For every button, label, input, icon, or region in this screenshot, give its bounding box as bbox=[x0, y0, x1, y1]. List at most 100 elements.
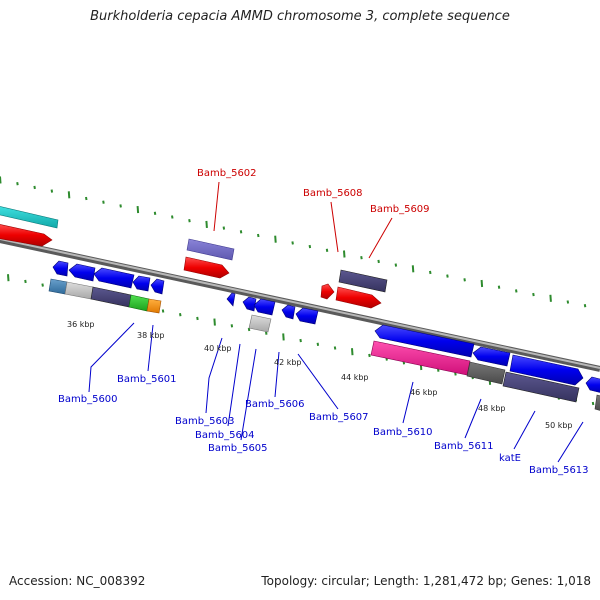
gene-box-bamb-5605-gray bbox=[248, 314, 272, 333]
scale-tick bbox=[222, 226, 226, 230]
scale-tick bbox=[299, 338, 302, 343]
scale-tick bbox=[265, 331, 268, 335]
tick-tracks bbox=[0, 176, 595, 406]
scale-tick bbox=[136, 206, 140, 214]
scale-tick bbox=[282, 333, 285, 341]
scale-tick bbox=[566, 300, 570, 304]
gene-arrow-kate bbox=[509, 354, 584, 386]
scale-tick bbox=[308, 244, 312, 249]
scale-tick bbox=[205, 220, 208, 228]
scale-tick bbox=[454, 372, 457, 376]
scale-tick bbox=[119, 204, 122, 208]
gene-arrow-blue-2 bbox=[68, 263, 96, 282]
gene-box-bamb-5613-dark bbox=[594, 394, 600, 411]
gene-arrow-bamb-5610 bbox=[374, 324, 475, 358]
gene-label-bamb-5613: Bamb_5613 bbox=[529, 465, 589, 476]
scale-tick bbox=[583, 304, 587, 308]
scale-label-48: 48 kbp bbox=[478, 404, 506, 413]
page-title: Burkholderia cepacia AMMD chromosome 3, … bbox=[90, 9, 510, 24]
gene-label-kate: katE bbox=[499, 453, 521, 464]
gene-box-bamb-5600-navy bbox=[90, 286, 132, 308]
gene-box-bamb-5601-orange bbox=[146, 298, 162, 314]
scale-tick bbox=[16, 182, 19, 186]
scale-tick bbox=[316, 342, 320, 346]
gene-arrow-blue-4 bbox=[132, 275, 151, 292]
gene-arrow-bamb-5608-red bbox=[335, 286, 382, 309]
gene-box-bamb-5601-green bbox=[128, 294, 150, 312]
gene-arrow-red bbox=[0, 224, 53, 247]
gene-label-bamb-5601: Bamb_5601 bbox=[117, 374, 177, 385]
scale-tick bbox=[368, 353, 371, 358]
gene-label-bamb-5610: Bamb_5610 bbox=[373, 427, 433, 438]
gene-box-kate-navy bbox=[502, 371, 580, 403]
scale-tick bbox=[188, 219, 191, 223]
gene-label-bamb-5604: Bamb_5604 bbox=[195, 430, 255, 441]
gene-arrow-small-red bbox=[320, 283, 335, 300]
gene-arrow-bamb-5602-red bbox=[183, 256, 230, 279]
gene-label-bamb-5607: Bamb_5607 bbox=[309, 412, 369, 423]
scale-tick bbox=[351, 348, 354, 356]
scale-label-38: 38 kbp bbox=[137, 331, 165, 340]
gene-arrow-blue-5 bbox=[150, 278, 165, 295]
scale-tick bbox=[325, 248, 329, 252]
scale-label-36: 36 kbp bbox=[67, 320, 95, 329]
scale-tick bbox=[239, 230, 243, 234]
scale-tick bbox=[291, 241, 294, 245]
leader-lines-bottom bbox=[88, 322, 584, 463]
gene-arrow-blue-3 bbox=[93, 267, 135, 289]
scale-label-46: 46 kbp bbox=[410, 388, 438, 397]
scale-tick bbox=[0, 176, 2, 184]
scale-tick bbox=[161, 309, 165, 313]
scale-tick bbox=[343, 250, 346, 258]
scale-tick bbox=[480, 279, 484, 288]
scale-tick bbox=[515, 289, 518, 293]
gene-box-bamb-5608 bbox=[338, 269, 388, 293]
scale-tick bbox=[463, 278, 466, 282]
scale-tick bbox=[274, 235, 277, 243]
scale-tick bbox=[411, 265, 415, 273]
scale-tick bbox=[230, 324, 234, 328]
scale-label-50: 50 kbp bbox=[545, 421, 573, 430]
accession-text: Accession: NC_008392 bbox=[9, 574, 146, 588]
gene-label-bamb-5609: Bamb_5609 bbox=[370, 204, 430, 215]
scale-tick bbox=[257, 233, 260, 238]
scale-tick bbox=[171, 215, 174, 219]
scale-tick bbox=[333, 346, 337, 350]
gene-label-bamb-5611: Bamb_5611 bbox=[434, 441, 494, 452]
gene-arrow-cyan bbox=[0, 206, 59, 229]
gene-box-bamb-5600-steel bbox=[48, 278, 68, 295]
gene-labels-bottom: Bamb_5600 Bamb_5601 Bamb_5603 Bamb_5604 … bbox=[58, 374, 589, 476]
scale-tick bbox=[33, 185, 36, 190]
gene-label-bamb-5608: Bamb_5608 bbox=[303, 188, 363, 199]
gene-labels-top: Bamb_5602 Bamb_5608 Bamb_5609 bbox=[197, 168, 430, 215]
scale-tick bbox=[67, 191, 71, 199]
gene-arrow-bamb-5604 bbox=[242, 296, 257, 312]
gene-arrow-bamb-5603 bbox=[226, 292, 236, 307]
gene-label-bamb-5606: Bamb_5606 bbox=[245, 399, 305, 410]
scale-label-42: 42 kbp bbox=[274, 358, 302, 367]
scale-tick bbox=[394, 263, 398, 267]
scale-tick bbox=[153, 211, 157, 215]
scale-labels: 36 kbp 38 kbp 40 kbp 42 kbp 44 kbp 46 kb… bbox=[67, 320, 573, 430]
scale-tick bbox=[196, 316, 199, 321]
scale-tick bbox=[549, 294, 552, 302]
scale-tick bbox=[179, 313, 182, 317]
scale-label-40: 40 kbp bbox=[204, 344, 232, 353]
scale-tick bbox=[102, 200, 105, 204]
gene-box-bamb-5611-dark bbox=[466, 361, 506, 385]
leader-lines-top bbox=[213, 181, 393, 259]
gene-arrow-bamb-5611 bbox=[472, 346, 511, 367]
gene-arrow-bamb-5606 bbox=[281, 304, 296, 320]
scale-label-44: 44 kbp bbox=[341, 373, 369, 382]
scale-tick bbox=[7, 274, 10, 282]
scale-tick bbox=[85, 196, 88, 201]
scale-tick bbox=[446, 274, 449, 278]
scale-tick bbox=[377, 259, 380, 264]
genome-backbone-highlight bbox=[0, 238, 600, 369]
scale-tick bbox=[41, 283, 44, 287]
gene-label-bamb-5602: Bamb_5602 bbox=[197, 168, 257, 179]
gene-label-bamb-5605: Bamb_5605 bbox=[208, 443, 268, 454]
gene-label-bamb-5603: Bamb_5603 bbox=[175, 416, 235, 427]
scale-tick bbox=[247, 327, 251, 332]
